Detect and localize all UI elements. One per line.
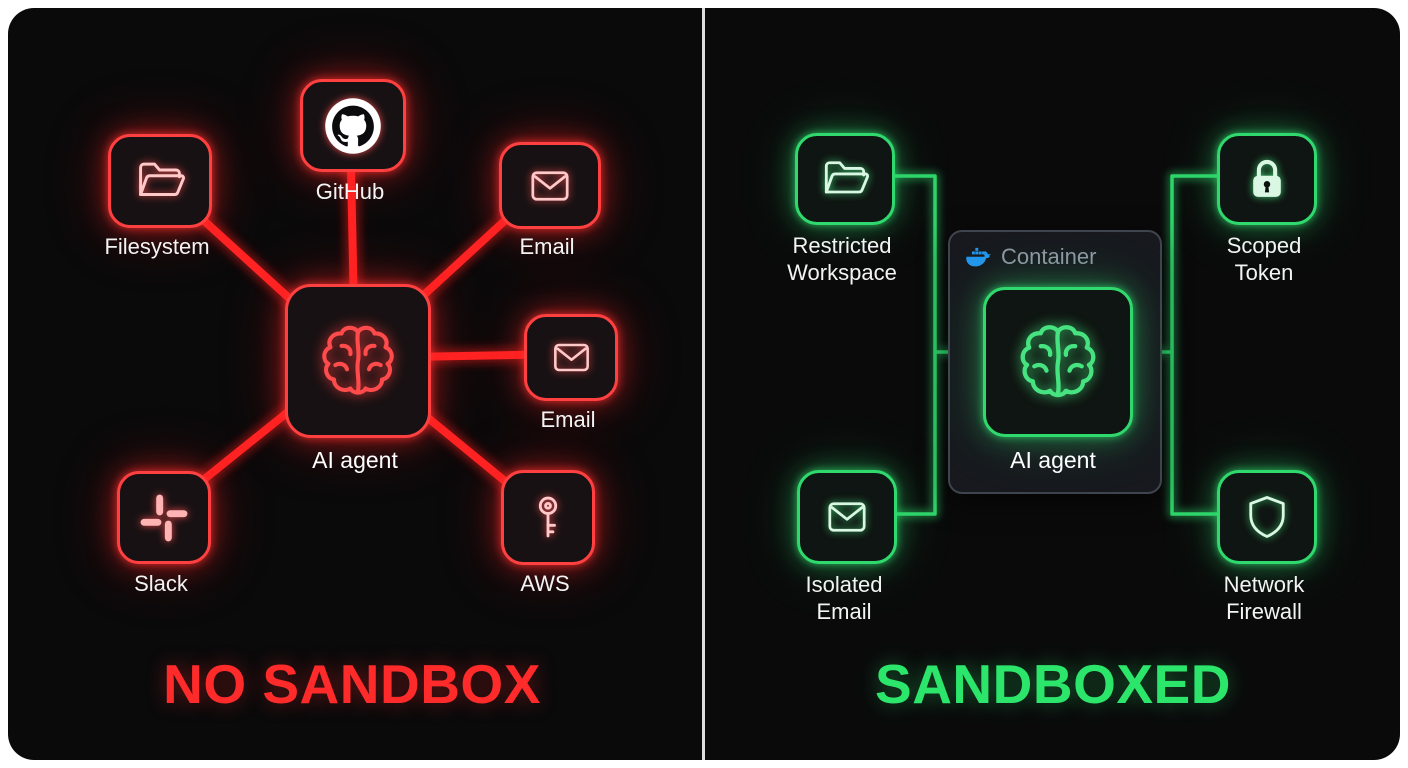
envelope-icon	[548, 334, 595, 381]
label-ai-agent-left: AI agent	[312, 447, 398, 473]
panel-divider	[702, 8, 705, 760]
shield-icon	[1241, 491, 1293, 543]
label-github: GitHub	[315, 179, 385, 204]
node-filesystem	[108, 134, 212, 228]
label-slack: Slack	[134, 571, 188, 596]
right-panel-title: SANDBOXED	[875, 653, 1231, 715]
brain-icon	[314, 317, 402, 405]
brain-icon	[1012, 316, 1104, 408]
node-ai-agent-right	[983, 287, 1133, 437]
container-header: Container	[966, 244, 1096, 270]
label-ai-agent-right: AI agent	[1010, 447, 1096, 473]
node-restricted-workspace	[795, 133, 895, 225]
folder-icon	[819, 153, 871, 205]
node-email-2	[524, 314, 618, 401]
envelope-icon	[525, 161, 575, 211]
lock-icon	[1241, 153, 1293, 205]
node-github	[300, 79, 406, 172]
left-panel-title: NO SANDBOX	[163, 653, 541, 715]
label-scoped-token: Scoped Token	[1226, 233, 1302, 285]
label-network-firewall: Network Firewall	[1223, 572, 1305, 624]
node-isolated-email	[797, 470, 897, 564]
container-label: Container	[1001, 244, 1097, 269]
node-slack	[117, 471, 211, 564]
label-email-2: Email	[540, 407, 596, 432]
node-ai-agent-left	[285, 284, 431, 438]
envelope-icon	[822, 492, 872, 542]
label-isolated-email: Isolated Email	[805, 572, 883, 624]
slack-icon	[138, 492, 190, 544]
docker-icon	[966, 244, 992, 270]
label-email-1: Email	[519, 234, 575, 259]
label-filesystem: Filesystem	[104, 234, 210, 259]
folder-icon	[133, 154, 187, 208]
node-scoped-token	[1217, 133, 1317, 225]
node-aws	[501, 470, 595, 565]
github-icon	[324, 97, 382, 155]
node-network-firewall	[1217, 470, 1317, 564]
label-aws: AWS	[520, 571, 570, 596]
key-icon	[522, 492, 574, 544]
label-restricted-workspace: Restricted Workspace	[787, 233, 897, 285]
container-box: Container	[948, 230, 1162, 494]
node-email-1	[499, 142, 601, 229]
